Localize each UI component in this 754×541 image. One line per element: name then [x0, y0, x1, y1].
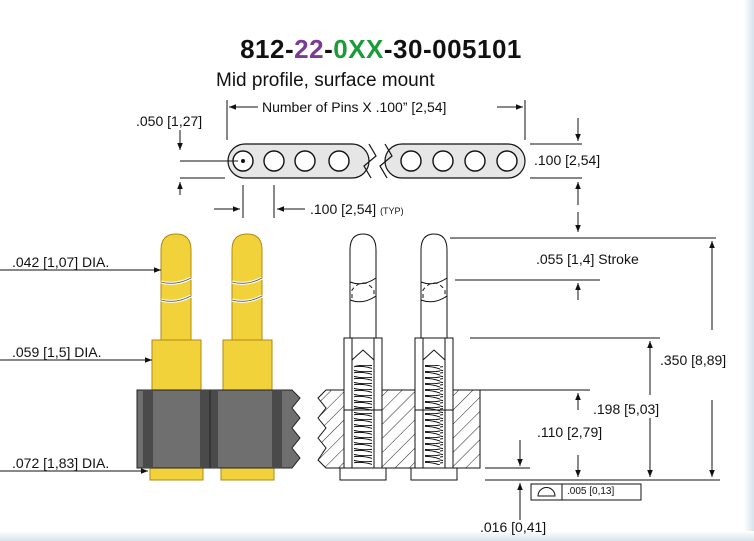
edge-offset-label: .050 [1,27] — [136, 113, 203, 129]
stroke-label: .055 [1,4] Stroke — [536, 251, 639, 267]
plunger-dia-label: .042 [1,07] DIA. — [12, 254, 110, 270]
profile-of-surface-icon — [537, 487, 556, 497]
insulator-body — [136, 389, 301, 469]
gold-pin-1 — [149, 233, 204, 481]
side-view-dimensions — [0, 241, 720, 520]
top-view-pin-row — [227, 143, 526, 179]
pins-length-label: Number of Pins X .100” [2,54] — [262, 99, 447, 115]
top-view-dimensions — [177, 100, 716, 300]
flatness-label: .005 [0,13] — [567, 486, 615, 497]
section-view — [317, 233, 481, 481]
part-number-title: 812-22-0XX-30-005101 — [240, 34, 522, 64]
barrel-height-label: .198 [5,03] — [593, 401, 660, 417]
subtitle: Mid profile, surface mount — [216, 70, 435, 91]
overall-height-label: .350 [8,89] — [660, 352, 727, 368]
right-edge-shade — [744, 0, 754, 541]
bottom-edge-shade — [0, 531, 754, 541]
row-height-label: .100 [2,54] — [534, 152, 601, 168]
part-number-variant: 22 — [294, 34, 325, 64]
shank-dia-label: .059 [1,5] DIA. — [12, 344, 102, 360]
part-number-pin-count: 0XX — [333, 34, 384, 64]
pitch-label: .100 [2,54] (TYP) — [310, 201, 404, 217]
gold-pin-2 — [220, 233, 275, 481]
standoff-label: .016 [0,41] — [480, 519, 547, 535]
pitch-typ-label: (TYP) — [380, 206, 404, 216]
flatness-callout — [530, 483, 642, 501]
tail-height-label: .110 [2,79] — [537, 424, 603, 440]
tail-dia-label: .072 [1,83] DIA. — [12, 455, 110, 471]
